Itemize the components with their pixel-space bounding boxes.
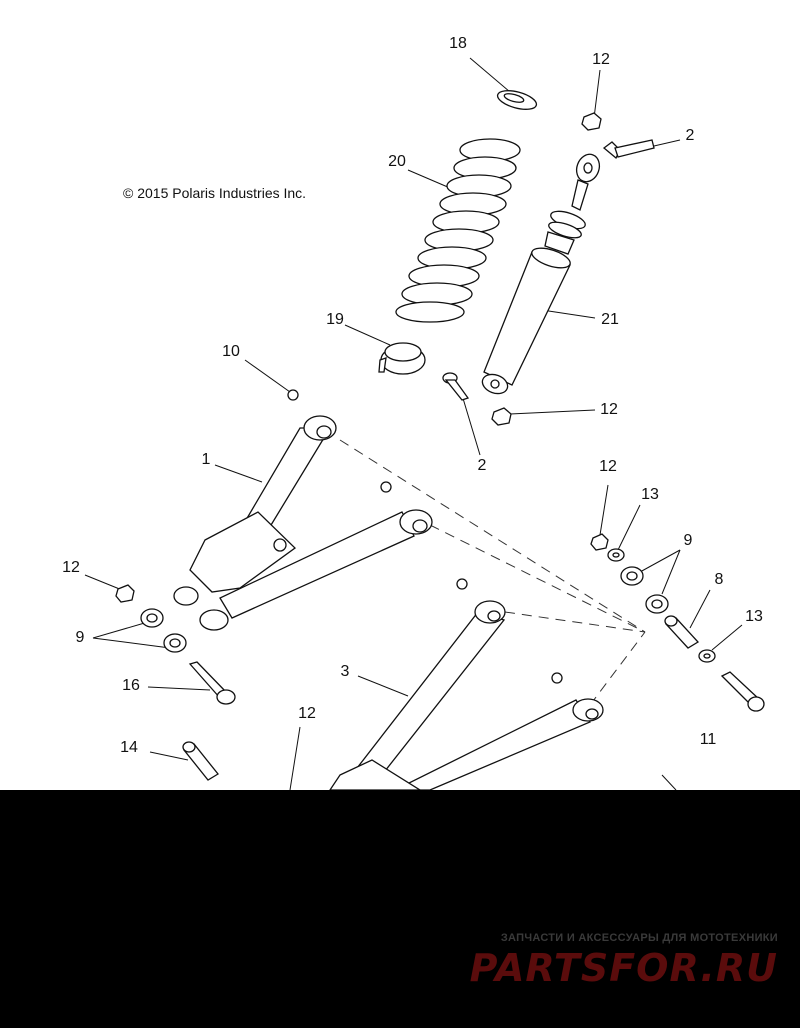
- part-8-sleeve: [664, 615, 700, 649]
- callout-12: 12: [298, 705, 316, 722]
- part-2-bolt-top: [602, 139, 655, 160]
- watermark-logo: PARTSFOR.RU: [469, 946, 778, 990]
- part-10-grease-fitting: [287, 389, 563, 684]
- callout-2: 2: [477, 457, 487, 474]
- exploded-view-diagram: [84, 57, 765, 790]
- part-12-nut-right: [590, 533, 609, 551]
- part-18-retainer-clip: [496, 90, 538, 110]
- part-19-spring-seat: [378, 342, 426, 375]
- alignment-lines: [339, 439, 646, 706]
- part-9-bushing-left-a: [140, 608, 164, 628]
- part-13-washer-upper: [607, 548, 625, 562]
- part-9-bushing-right-b: [645, 594, 669, 614]
- callout-2: 2: [685, 127, 695, 144]
- part-21-shock-absorber: [481, 153, 601, 395]
- part-9-bushing-right-a: [620, 566, 644, 586]
- callout-1: 1: [201, 451, 211, 468]
- callout-10: 10: [222, 343, 240, 360]
- part-2-bolt-mid: [442, 372, 470, 401]
- part-16-bolt: [188, 661, 236, 705]
- black-bottom-band: [0, 790, 800, 1028]
- leader-lines: [84, 57, 743, 790]
- callout-19: 19: [326, 311, 344, 328]
- part-11-bolt: [720, 671, 765, 712]
- callout-16: 16: [122, 677, 140, 694]
- callout-20: 20: [388, 153, 406, 170]
- part-12-nut-left: [115, 584, 135, 603]
- part-9-bushing-left-b: [163, 633, 187, 653]
- callout-13: 13: [745, 608, 763, 625]
- copyright-notice: © 2015 Polaris Industries Inc.: [123, 185, 307, 201]
- callout-18: 18: [449, 35, 467, 52]
- part-20-coil-spring: [395, 138, 521, 323]
- callout-12: 12: [600, 401, 618, 418]
- callout-21: 21: [601, 311, 619, 328]
- part-12-nut-top: [581, 112, 602, 131]
- callout-11: 11: [699, 731, 717, 748]
- callout-3: 3: [340, 663, 350, 680]
- callout-8: 8: [714, 571, 724, 588]
- watermark-tagline: ЗАПЧАСТИ И АКСЕССУАРЫ ДЛЯ МОТОТЕХНИКИ: [500, 932, 778, 944]
- part-12-nut-mid: [491, 407, 512, 426]
- part-13-washer-lower: [698, 649, 716, 663]
- callout-12: 12: [62, 559, 80, 576]
- callout-9: 9: [683, 532, 693, 549]
- part-1-upper-a-arm: [173, 415, 433, 631]
- callout-12: 12: [599, 458, 617, 475]
- callout-13: 13: [641, 486, 659, 503]
- callout-9: 9: [75, 629, 85, 646]
- callout-14: 14: [120, 739, 138, 756]
- part-14-pin: [182, 741, 219, 781]
- callout-12: 12: [592, 51, 610, 68]
- part-3-lower-a-arm: [329, 600, 604, 790]
